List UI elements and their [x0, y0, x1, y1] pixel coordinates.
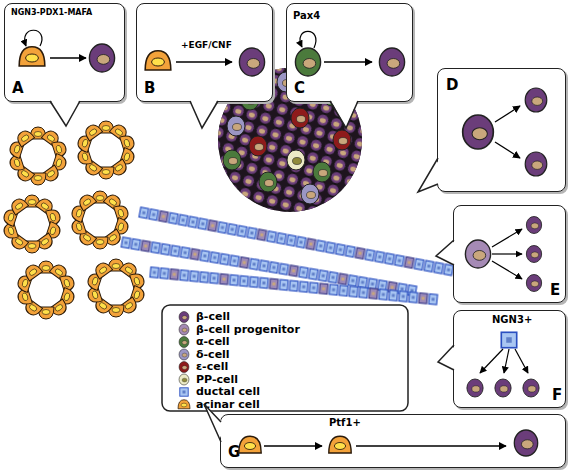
panel-b-art — [145, 48, 264, 76]
factor-label: Pax4 — [293, 10, 320, 21]
legend-label: ε-cell — [196, 361, 228, 373]
panel-letter: G — [228, 444, 240, 461]
panel-box: Ptf1+ G — [220, 414, 566, 468]
ducts — [120, 206, 455, 306]
legend-label: α-cell — [196, 336, 230, 348]
panel-a-art — [19, 30, 114, 72]
alpha-cell — [259, 172, 277, 192]
panel-box: NGN3+ F — [453, 310, 566, 408]
alpha-cell — [223, 150, 241, 170]
panel-g-art — [239, 430, 538, 456]
acinar-rosette — [70, 191, 130, 249]
delta-cell — [301, 184, 319, 204]
panel-box: E — [453, 205, 566, 303]
panel-letter: C — [294, 80, 305, 97]
panel-letter: E — [550, 282, 560, 299]
duct-band — [149, 266, 439, 306]
acinar-clusters — [2, 121, 146, 319]
epsilon-cell — [291, 108, 309, 128]
legend-frame — [162, 305, 408, 411]
legend-label: ductal cell — [196, 386, 260, 398]
acinar-rosette — [8, 127, 68, 185]
panel-f-art — [467, 332, 539, 397]
legend-icon — [179, 312, 189, 323]
factor-label: NGN3-PDX1-MAFA — [11, 9, 92, 18]
legend-box — [162, 305, 408, 411]
legend-icon — [179, 324, 189, 335]
bubble-tails — [50, 99, 456, 442]
legend-label: β-cell — [196, 311, 230, 323]
pp-cell — [287, 150, 305, 170]
panel-c-art — [295, 31, 404, 76]
alpha-cell — [313, 162, 331, 182]
panel-e-art — [465, 217, 541, 292]
panel-box: Pax4C — [286, 3, 413, 102]
panel-letter: A — [12, 80, 24, 97]
factor-label: NGN3+ — [492, 314, 532, 325]
legend-label: β-cell progenitor — [196, 324, 300, 336]
acinar-rosette — [76, 121, 136, 179]
legend-label: acinar cell — [196, 399, 260, 411]
acinar-rosette — [16, 261, 76, 319]
panel-box: NGN3-PDX1-MAFA A — [4, 3, 125, 102]
legend-icon — [179, 349, 189, 360]
acinar-rosette — [2, 195, 62, 253]
panel-box: D — [437, 68, 566, 192]
legend-icon — [179, 337, 189, 348]
factor-label: +EGF/CNF — [181, 41, 232, 51]
legend-icon — [179, 362, 189, 373]
legend-icon — [178, 400, 190, 409]
panel-d-art — [463, 88, 547, 176]
legend-label: δ-cell — [196, 349, 230, 361]
delta-cell — [227, 116, 245, 136]
panel-letter: B — [144, 80, 155, 97]
legend-icon — [179, 374, 189, 385]
epsilon-cell — [249, 136, 267, 156]
panel-letter: D — [446, 77, 458, 94]
acinar-rosette — [86, 259, 146, 317]
legend-icon — [180, 388, 188, 396]
panel-box: +EGF/CNF B — [136, 3, 273, 102]
panel-letter: F — [552, 387, 562, 404]
legend-label: PP-cell — [196, 374, 238, 386]
factor-label: Ptf1+ — [329, 417, 361, 428]
epsilon-cell — [333, 130, 351, 150]
